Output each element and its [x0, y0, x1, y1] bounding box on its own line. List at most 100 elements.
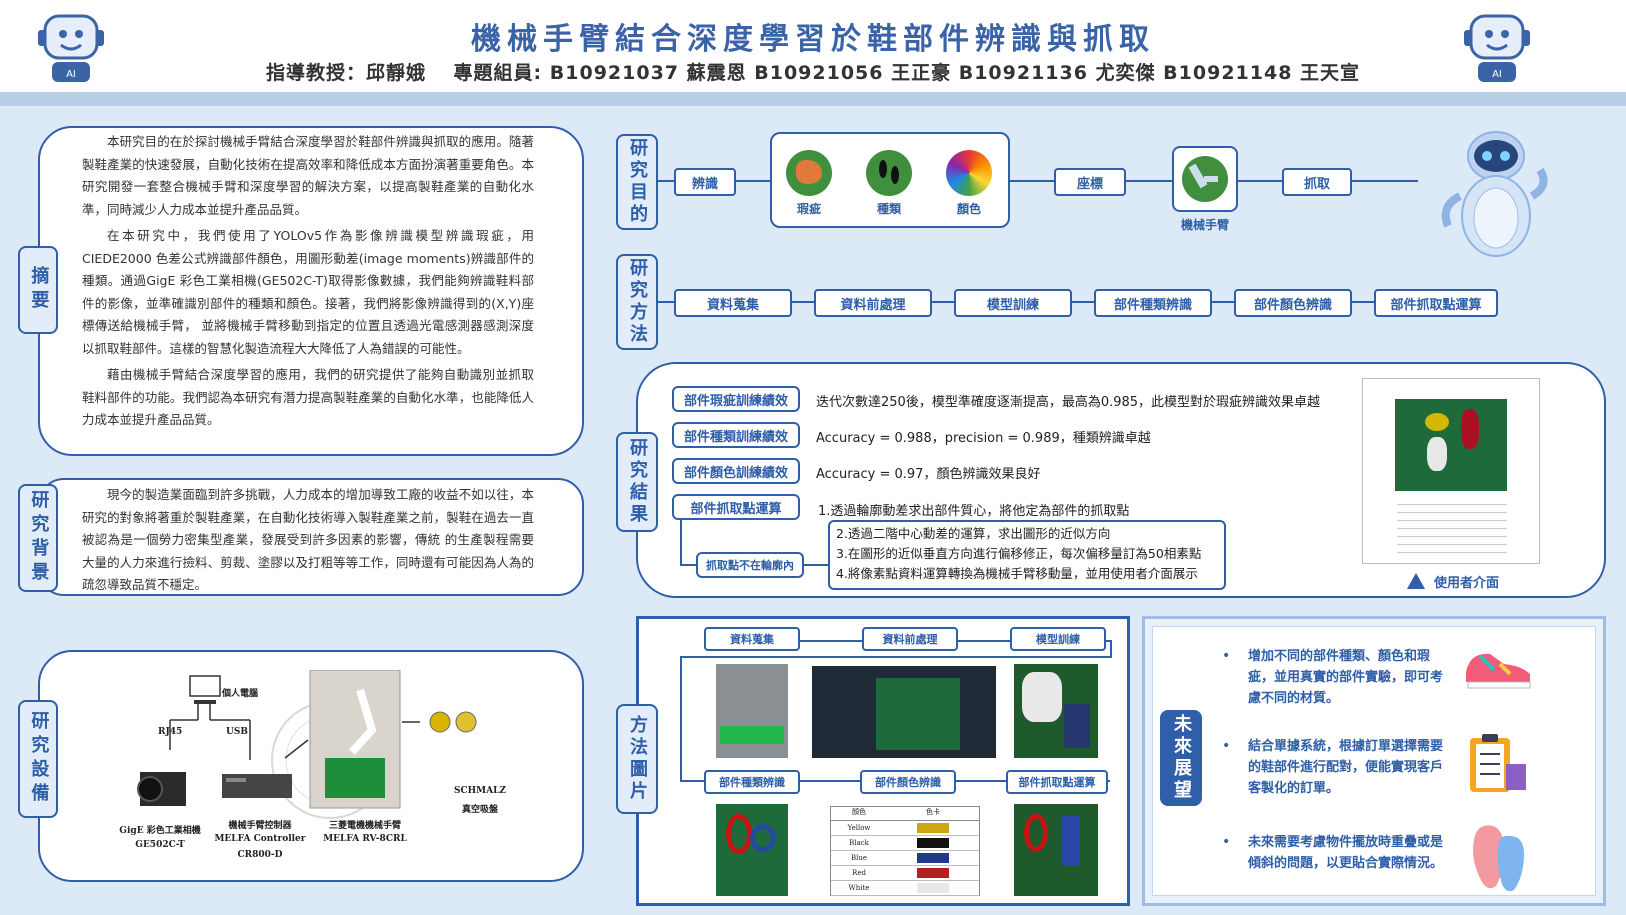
color-table-row: White [831, 881, 979, 896]
abstract-panel [38, 126, 584, 456]
result-branch-line-h [680, 564, 698, 566]
controller-name: 機械手臂控制器 [228, 821, 292, 831]
color-table-header-swatch: 色卡 [926, 808, 940, 816]
camera-name: GigE 彩色工業相機 [119, 826, 201, 836]
color-table-row: Blue [831, 851, 979, 866]
method-step-2: 資料前處理 [814, 289, 932, 317]
result-step-4: 4.將像素點資料運算轉換為機械手臂移動量，並用使用者介面展示 [836, 566, 1198, 581]
result-type-text: Accuracy = 0.988，precision = 0.989，種類辨識卓… [816, 431, 1151, 446]
abstract-p2: 在本研究中，我們使用了YOLOv5作為影像辨識模型辨識瑕疵，用CIEDE2000… [82, 228, 534, 356]
pics-step-3: 模型訓練 [1010, 627, 1106, 651]
shoe-type-icon [866, 150, 912, 196]
insole-icon [1473, 825, 1524, 892]
abstract-p3: 藉由機械手臂結合深度學習的應用，我們的研究提供了能夠自動識別並抓取 鞋料部件的功… [82, 367, 534, 427]
purpose-grab-box: 抓取 [1282, 168, 1352, 196]
purpose-connector [658, 180, 1418, 182]
result-step-2: 2.透過二階中心動差的運算，求出圖形的近似方向 [836, 526, 1111, 541]
photo-grab-point [1014, 804, 1098, 896]
result-grab-box: 部件抓取點運算 [672, 494, 800, 520]
method-step-1: 資料蒐集 [674, 289, 792, 317]
photo-model-training [1014, 664, 1098, 758]
purpose-label: 研究目的 [616, 134, 658, 230]
purpose-identify-box: 辨識 [674, 168, 736, 196]
photo-preprocessing [812, 666, 996, 758]
color-swatch [917, 868, 949, 878]
robot-logo-left-icon: AI [38, 14, 104, 82]
result-grab-text: 1.透過輪廓動差求出部件質心，將他定為部件的抓取點 [818, 504, 1130, 519]
pics-step-1: 資料蒐集 [704, 627, 800, 651]
color-name: Black [849, 839, 869, 847]
photo-type-recognition [716, 804, 788, 896]
pics-mid-line-left [680, 656, 682, 780]
vacuum-name: 真空吸盤 [461, 805, 498, 815]
purpose-coord-box: 座標 [1054, 168, 1126, 196]
result-branch-line [680, 520, 682, 564]
color-caption: 顏色 [956, 202, 981, 216]
color-swatch [917, 838, 949, 848]
method-connector [658, 301, 1488, 303]
pics-step-4: 部件種類辨識 [704, 770, 800, 794]
future-bullet-3: • [1222, 834, 1231, 850]
color-name: Blue [850, 854, 868, 862]
ui-screenshot [1362, 378, 1540, 564]
color-swatch [917, 823, 949, 833]
type-caption: 種類 [876, 202, 901, 216]
mascot-robot-icon [1441, 131, 1548, 257]
background-body: 現今的製造業面臨到許多挑戰，人力成本的增加導致工廠的收益不如以往，本研究的對象將… [82, 484, 534, 597]
result-branch-line-h2 [804, 564, 830, 566]
color-table-row: Black [831, 836, 979, 851]
color-name: White [848, 884, 870, 892]
ui-caption: 使用者介面 [1434, 576, 1500, 591]
future-bullet-1: • [1222, 648, 1231, 664]
color-name: Yellow [847, 824, 871, 832]
future-item-2: 結合單據系統，根據訂單選擇需要的鞋部件進行配對，便能實現客戶客製化的訂單。 [1248, 739, 1444, 796]
method-step-5: 部件顏色辨識 [1234, 289, 1352, 317]
pics-step-6: 部件抓取點運算 [1006, 770, 1108, 794]
camera-model: GE502C-T [135, 840, 185, 850]
rj45-label: RJ45 [158, 727, 183, 737]
background-panel [38, 478, 584, 596]
result-defect-box: 部件瑕疵訓練績效 [672, 386, 800, 412]
poster-subtitle: 指導教授：邱靜娥 專題組員: B10921037 蘇震恩 B10921056 王… [265, 62, 1361, 84]
result-outside-box: 抓取點不在輪廓內 [696, 552, 804, 578]
abstract-body: 本研究目的在於探討機械手臂結合深度學習於鞋部件辨識與抓取的應用。隨著製鞋產業的快… [82, 131, 534, 432]
method-pics-label: 方法圖片 [616, 704, 658, 814]
method-step-3: 模型訓練 [954, 289, 1072, 317]
background-p1: 現今的製造業面臨到許多挑戰，人力成本的增加導致工廠的收益不如以往，本研究的對象將… [82, 487, 534, 592]
result-color-text: Accuracy = 0.97，顏色辨識效果良好 [816, 467, 1041, 482]
result-defect-text: 迭代次數達250後，模型準確度逐漸提高，最高為0.985，此模型對於瑕疵辨識效果… [816, 395, 1321, 410]
result-step-3: 3.在圖形的近似垂直方向進行偏移修正，每次偏移量訂為50相素點 [836, 546, 1202, 561]
controller-model1: MELFA Controller [214, 834, 306, 844]
header [0, 0, 1626, 92]
photo-data-collection [716, 664, 788, 758]
arm-caption: 機械手臂 [1180, 218, 1229, 232]
method-step-6: 部件抓取點運算 [1374, 289, 1498, 317]
result-steps-box: 2.透過二階中心動差的運算，求出圖形的近似方向 3.在圖形的近似垂直方向進行偏移… [828, 520, 1226, 590]
color-name: Red [852, 869, 866, 877]
usb-label: USB [226, 727, 248, 737]
vacuum-brand: SCHMALZ [453, 786, 506, 796]
future-label: 未來展望 [1160, 710, 1202, 806]
triangle-icon [1407, 573, 1425, 589]
pics-top-line-r [1110, 640, 1112, 656]
pics-step-2: 資料前處理 [862, 627, 958, 651]
sneaker-icon [1466, 653, 1531, 689]
pics-step-5: 部件顏色辨識 [860, 770, 956, 794]
result-color-box: 部件顏色訓練績效 [672, 458, 800, 484]
future-item-1: 增加不同的部件種類、顏色和瑕疵，並用真實的部件實驗，即可考慮不同的材質。 [1248, 649, 1444, 706]
svg-text:AI: AI [66, 69, 76, 80]
defect-icon [786, 150, 832, 196]
result-type-box: 部件種類訓練績效 [672, 422, 800, 448]
color-table-row: Red [831, 866, 979, 881]
background-label: 研究背景 [18, 484, 58, 592]
arm-name: 三菱電機機械手臂 [328, 821, 401, 831]
method-step-4: 部件種類辨識 [1094, 289, 1212, 317]
equipment-diagram [137, 670, 477, 819]
poster-title: 機械手臂結合深度學習於鞋部件辨識與抓取 [471, 22, 1155, 57]
defect-caption: 瑕疵 [796, 202, 821, 216]
svg-text:AI: AI [1492, 69, 1502, 80]
controller-model2: CR800-D [237, 850, 283, 860]
abstract-label: 摘要 [18, 246, 58, 334]
abstract-p1: 本研究目的在於探討機械手臂結合深度學習於鞋部件辨識與抓取的應用。隨著製鞋產業的快… [82, 134, 534, 217]
